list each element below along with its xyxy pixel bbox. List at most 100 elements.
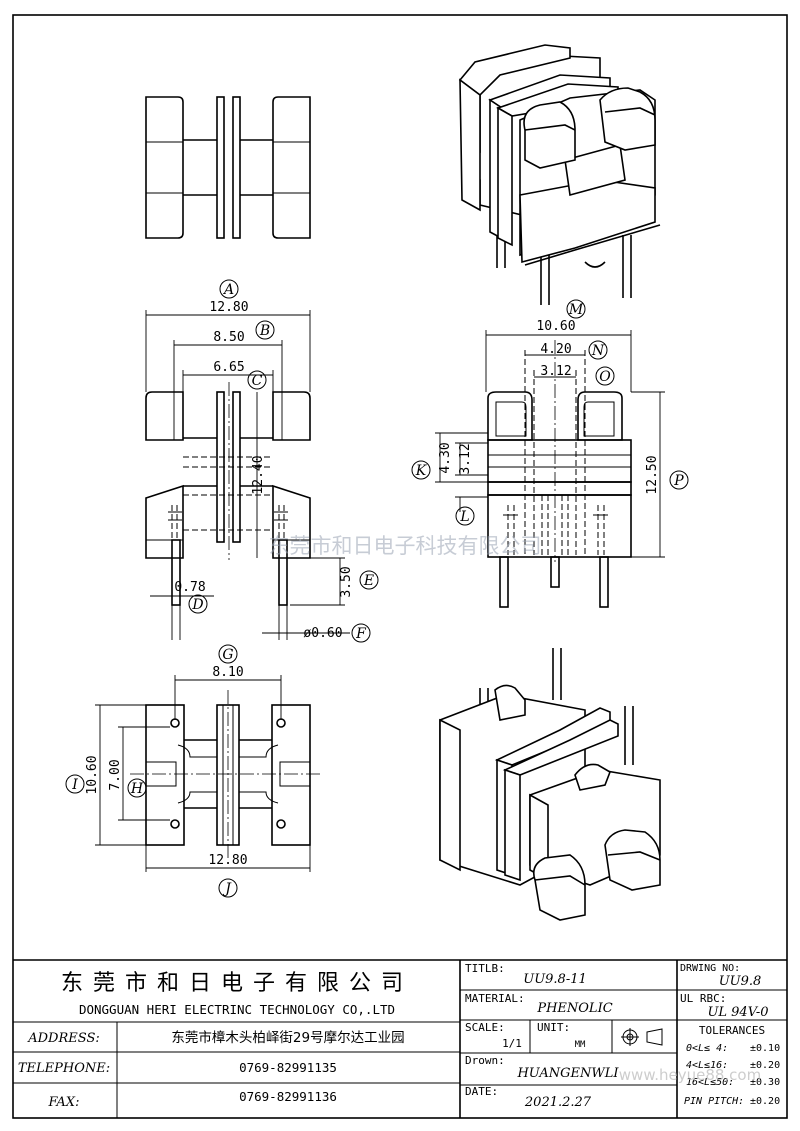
dim-c: C 6.65 (213, 360, 267, 390)
svg-text:J: J (222, 881, 232, 897)
dim-o: 3.12 O (540, 364, 615, 386)
svg-text:8.10: 8.10 (212, 665, 243, 680)
address-label: ADDRESS: (27, 1031, 99, 1046)
dim-k: 4.30 K (411, 442, 453, 480)
dim-m: M 10.60 (536, 299, 586, 334)
svg-text:P: P (673, 473, 684, 489)
svg-text:12.80: 12.80 (208, 853, 247, 868)
telephone-value: 0769-82991135 (239, 1060, 337, 1075)
company-name-en: DONGGUAN HERI ELECTRINC TECHNOLOGY CO,.L… (79, 1002, 395, 1017)
bottom-view (95, 675, 320, 872)
svg-text:0.78: 0.78 (174, 580, 205, 595)
svg-text:H: H (130, 781, 144, 797)
tolerance-row: 0<L≤ 4: ±0.10 (686, 1043, 780, 1054)
telephone-label: TELEPHONE: (18, 1061, 110, 1076)
dim-g: G 8.10 (212, 644, 244, 680)
dim-h: 7.00 H (108, 759, 147, 798)
watermark-url: www.heyue88.com (619, 1066, 761, 1084)
svg-text:ø0.60: ø0.60 (303, 626, 342, 641)
dim-f: ø0.60 F (303, 623, 371, 643)
watermark: 东莞市和日电子科技有限公司 (269, 534, 542, 558)
svg-text:B: B (259, 323, 270, 339)
dim-p: 12.50 P (645, 455, 689, 495)
svg-text:N: N (591, 343, 605, 359)
svg-text:10.60: 10.60 (85, 755, 100, 794)
iso-view-top (458, 44, 661, 305)
svg-text:K: K (415, 463, 428, 479)
address-value: 东莞市樟木头柏峄街29号摩尔达工业园 (171, 1029, 404, 1046)
svg-text:F: F (355, 626, 367, 642)
front-view (145, 310, 350, 640)
svg-text:L: L (459, 509, 469, 525)
date-label: DATE: (465, 1085, 498, 1098)
svg-text:12.80: 12.80 (209, 300, 248, 315)
projection-symbol-icon (621, 1028, 663, 1046)
svg-text:±0.10: ±0.10 (750, 1043, 780, 1054)
svg-text:O: O (599, 369, 611, 385)
svg-text:±0.30: ±0.30 (750, 1077, 780, 1088)
tolerance-row: 16<L≤50: ±0.30 (686, 1077, 780, 1088)
svg-text:M: M (568, 302, 584, 318)
svg-text:3.50: 3.50 (339, 566, 354, 597)
title-block: 东莞市和日电子有限公司 DONGGUAN HERI ELECTRINC TECH… (13, 959, 787, 1118)
svg-text:±0.20: ±0.20 (750, 1060, 780, 1071)
drawing-no-label: DRWING NO: (680, 963, 740, 974)
svg-text:8.50: 8.50 (213, 330, 244, 345)
material-value: PHENOLIC (536, 1001, 612, 1016)
fax-label: FAX: (48, 1095, 80, 1110)
svg-text:C: C (252, 373, 263, 389)
drawn-value: HUANGENWLI (516, 1066, 619, 1081)
svg-text:PIN PITCH:: PIN PITCH: (684, 1096, 744, 1107)
svg-text:12.40: 12.40 (251, 455, 266, 494)
dim-b: B 8.50 (213, 320, 275, 345)
dim-d: 0.78 D (174, 580, 208, 614)
svg-text:±0.20: ±0.20 (750, 1096, 780, 1107)
tolerance-row: PIN PITCH: ±0.20 (684, 1096, 780, 1107)
svg-text:3.12: 3.12 (540, 364, 571, 379)
dim-height-center: 12.40 (251, 455, 266, 494)
title-label: TITLB: (465, 962, 505, 975)
svg-text:12.50: 12.50 (645, 455, 660, 494)
svg-text:G: G (222, 647, 233, 663)
sheet-border (12, 14, 788, 1119)
svg-text:4.30: 4.30 (438, 442, 453, 473)
unit-value: MM (575, 1040, 586, 1050)
svg-text:16<L≤50:: 16<L≤50: (686, 1077, 734, 1088)
dim-l: 3.12 L (455, 443, 475, 526)
svg-text:3.12: 3.12 (458, 443, 473, 474)
svg-text:D: D (191, 597, 203, 613)
top-view (145, 96, 311, 239)
company-name-cn: 东莞市和日电子有限公司 (61, 971, 413, 996)
ul-label: UL RBC: (680, 992, 726, 1005)
tolerance-row: 4<L≤16: ±0.20 (686, 1060, 780, 1071)
fax-value: 0769-82991136 (239, 1089, 337, 1104)
svg-text:6.65: 6.65 (213, 360, 244, 375)
dim-a: A 12.80 (209, 279, 249, 315)
title-value: UU9.8-11 (523, 972, 587, 987)
svg-text:E: E (363, 573, 374, 589)
svg-text:10.60: 10.60 (536, 319, 575, 334)
tolerances-label: TOLERANCES (699, 1024, 765, 1037)
date-value: 2021.2.27 (524, 1095, 592, 1110)
side-view (435, 330, 665, 608)
svg-text:4.20: 4.20 (540, 342, 571, 357)
dim-j: 12.80 J (208, 853, 248, 898)
dim-i: I 10.60 (65, 755, 100, 795)
dim-e: 3.50 E (339, 566, 379, 598)
dim-n: 4.20 N (540, 340, 608, 360)
svg-text:7.00: 7.00 (108, 759, 123, 790)
ul-value: UL 94V-0 (707, 1005, 768, 1020)
scale-label: SCALE: (465, 1021, 505, 1034)
scale-value: 1/1 (502, 1037, 522, 1050)
svg-text:I: I (71, 777, 78, 793)
svg-text:0<L≤ 4:: 0<L≤ 4: (686, 1043, 728, 1054)
drawn-label: Drown: (465, 1054, 505, 1067)
svg-text:A: A (222, 282, 234, 298)
dimension-labels: A 12.80 B 8.50 C 6.65 12.40 0.78 D 3.50 … (65, 279, 689, 898)
iso-view-bottom (439, 648, 661, 921)
drawing-no-value: UU9.8 (719, 974, 762, 989)
unit-label: UNIT: (537, 1021, 570, 1034)
svg-text:4<L≤16:: 4<L≤16: (686, 1060, 728, 1071)
